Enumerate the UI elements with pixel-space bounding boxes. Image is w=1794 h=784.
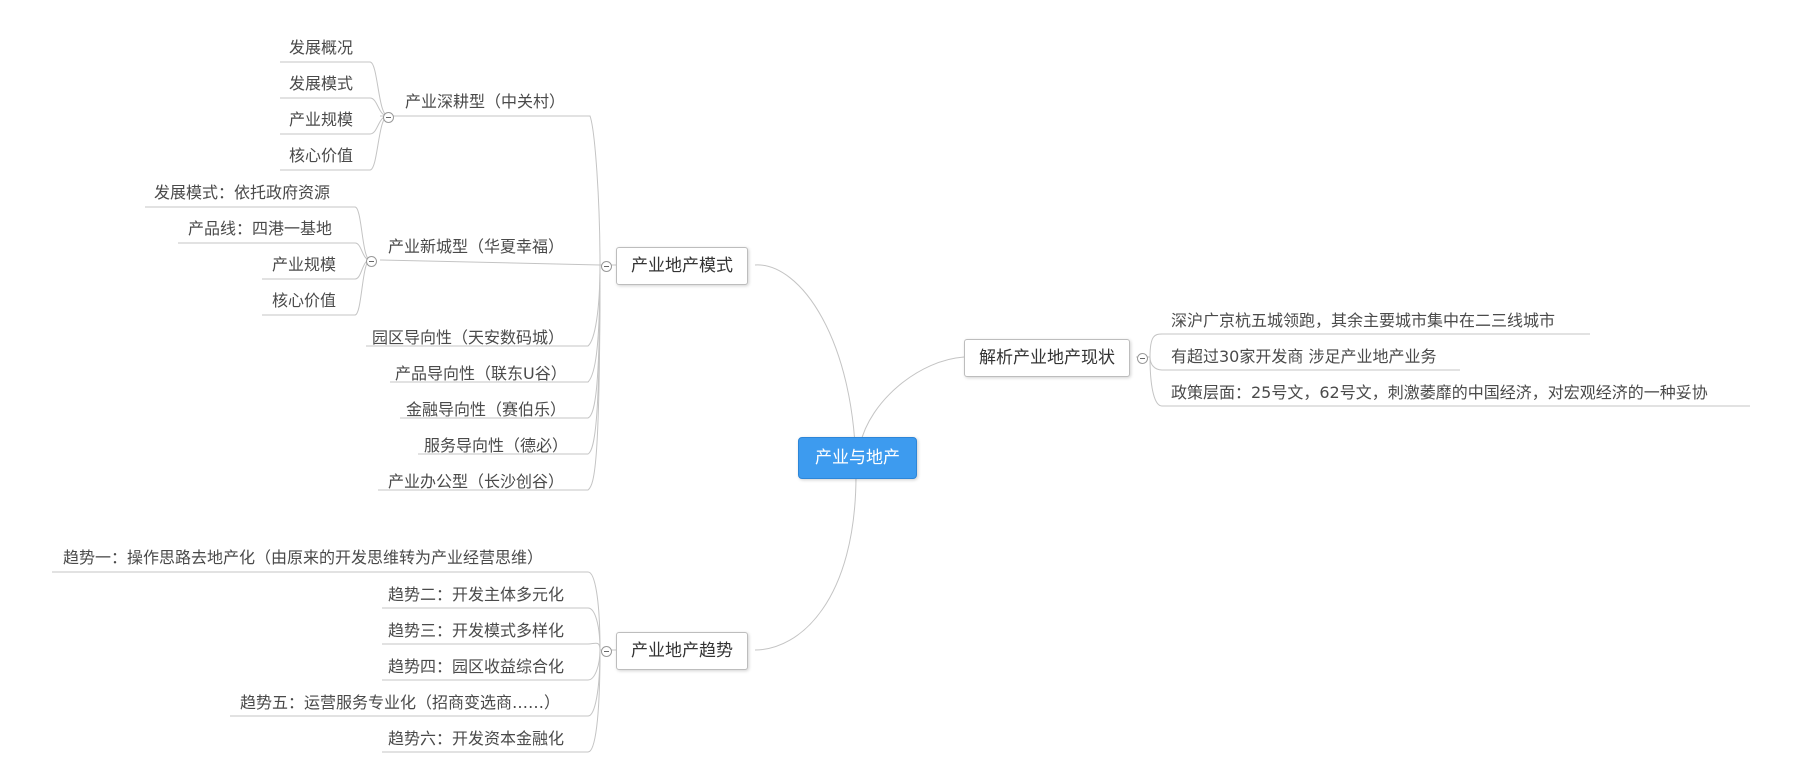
leaf-zgc-model[interactable]: 发展模式: [289, 74, 354, 93]
collapse-toggle-zhongguancun[interactable]: [383, 112, 394, 123]
leaf-huaxia-product-line[interactable]: 产品线：四港一基地: [188, 219, 333, 238]
leaf-huaxia-value[interactable]: 核心价值: [272, 291, 337, 310]
leaf-trend-3[interactable]: 趋势三：开发模式多样化: [388, 621, 565, 640]
leaf-model-finance-oriented[interactable]: 金融导向性（赛伯乐）: [406, 400, 567, 419]
leaf-model-service-oriented[interactable]: 服务导向性（德必）: [424, 436, 569, 455]
leaf-zgc-overview[interactable]: 发展概况: [289, 38, 354, 57]
collapse-toggle-status[interactable]: [1137, 353, 1148, 364]
leaf-huaxia-scale[interactable]: 产业规模: [272, 255, 337, 274]
leaf-zgc-value[interactable]: 核心价值: [289, 146, 354, 165]
central-topic[interactable]: 产业与地产: [798, 437, 917, 479]
collapse-toggle-huaxia[interactable]: [366, 256, 377, 267]
subtopic-huaxia[interactable]: 产业新城型（华夏幸福）: [388, 237, 565, 256]
leaf-trend-4[interactable]: 趋势四：园区收益综合化: [388, 657, 565, 676]
leaf-trend-5[interactable]: 趋势五：运营服务专业化（招商变选商……）: [240, 693, 561, 712]
leaf-trend-2[interactable]: 趋势二：开发主体多元化: [388, 585, 565, 604]
leaf-model-product-oriented[interactable]: 产品导向性（联东U谷）: [395, 364, 567, 383]
leaf-status-policy[interactable]: 政策层面：25号文，62号文，刺激萎靡的中国经济，对宏观经济的一种妥协: [1171, 383, 1708, 402]
subtopic-zhongguancun[interactable]: 产业深耕型（中关村）: [405, 92, 566, 111]
collapse-toggle-model[interactable]: [601, 261, 612, 272]
collapse-toggle-trend[interactable]: [601, 646, 612, 657]
topic-status-analysis[interactable]: 解析产业地产现状: [964, 339, 1130, 377]
leaf-status-developers[interactable]: 有超过30家开发商 涉足产业地产业务: [1171, 347, 1437, 366]
topic-industry-real-estate-trend[interactable]: 产业地产趋势: [616, 632, 748, 670]
leaf-trend-1[interactable]: 趋势一：操作思路去地产化（由原来的开发思维转为产业经营思维）: [63, 548, 544, 567]
leaf-model-park-oriented[interactable]: 园区导向性（天安数码城）: [372, 328, 565, 347]
leaf-zgc-scale[interactable]: 产业规模: [289, 110, 354, 129]
leaf-model-office[interactable]: 产业办公型（长沙创谷）: [388, 472, 565, 491]
leaf-huaxia-model[interactable]: 发展模式：依托政府资源: [154, 183, 331, 202]
topic-industry-real-estate-model[interactable]: 产业地产模式: [616, 247, 748, 285]
leaf-trend-6[interactable]: 趋势六：开发资本金融化: [388, 729, 565, 748]
leaf-status-cities[interactable]: 深沪广京杭五城领跑，其余主要城市集中在二三线城市: [1171, 311, 1556, 330]
